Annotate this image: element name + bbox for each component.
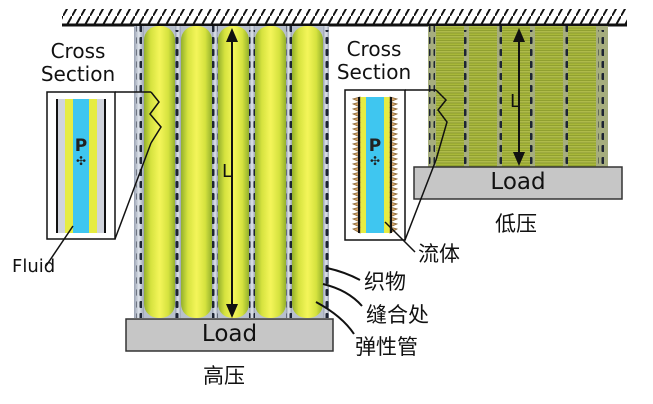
length-arrow-high xyxy=(226,28,238,318)
cross-section-title-low: Cross Section xyxy=(336,37,412,84)
callout-lines-high xyxy=(45,91,162,267)
callout-lines-low xyxy=(384,89,448,253)
load-block-low xyxy=(413,166,623,200)
high-pressure-actuator xyxy=(125,26,334,352)
fluid-label: Fluid xyxy=(12,256,56,277)
length-label-high: L xyxy=(222,161,233,182)
legend-seam: 缝合处 xyxy=(366,303,429,327)
legend-leader-lines xyxy=(315,267,363,335)
seams xyxy=(134,26,329,318)
fixed-wall xyxy=(62,9,627,27)
cross-section-title-high: Cross Section xyxy=(40,39,116,86)
load-block-high xyxy=(125,318,334,352)
low-pressure-actuator xyxy=(413,26,623,200)
length-arrow-low xyxy=(513,28,525,166)
caption-high-pressure: 高压 xyxy=(203,364,245,388)
legend-fluid: 流体 xyxy=(418,242,460,266)
pressure-symbol-high: P ✣ xyxy=(74,136,88,168)
elastic-tubes xyxy=(144,26,323,318)
legend-elastic-tube: 弹性管 xyxy=(355,335,418,359)
caption-low-pressure: 低压 xyxy=(495,212,537,236)
load-label-high: Load xyxy=(201,321,258,347)
cross-section-low xyxy=(344,89,406,241)
load-label-low: Load xyxy=(490,169,546,195)
legend-fabric: 织物 xyxy=(364,270,406,294)
cross-section-high xyxy=(46,91,116,240)
pressure-symbol-low: P ✣ xyxy=(368,136,382,168)
length-label-low: L xyxy=(510,91,521,112)
